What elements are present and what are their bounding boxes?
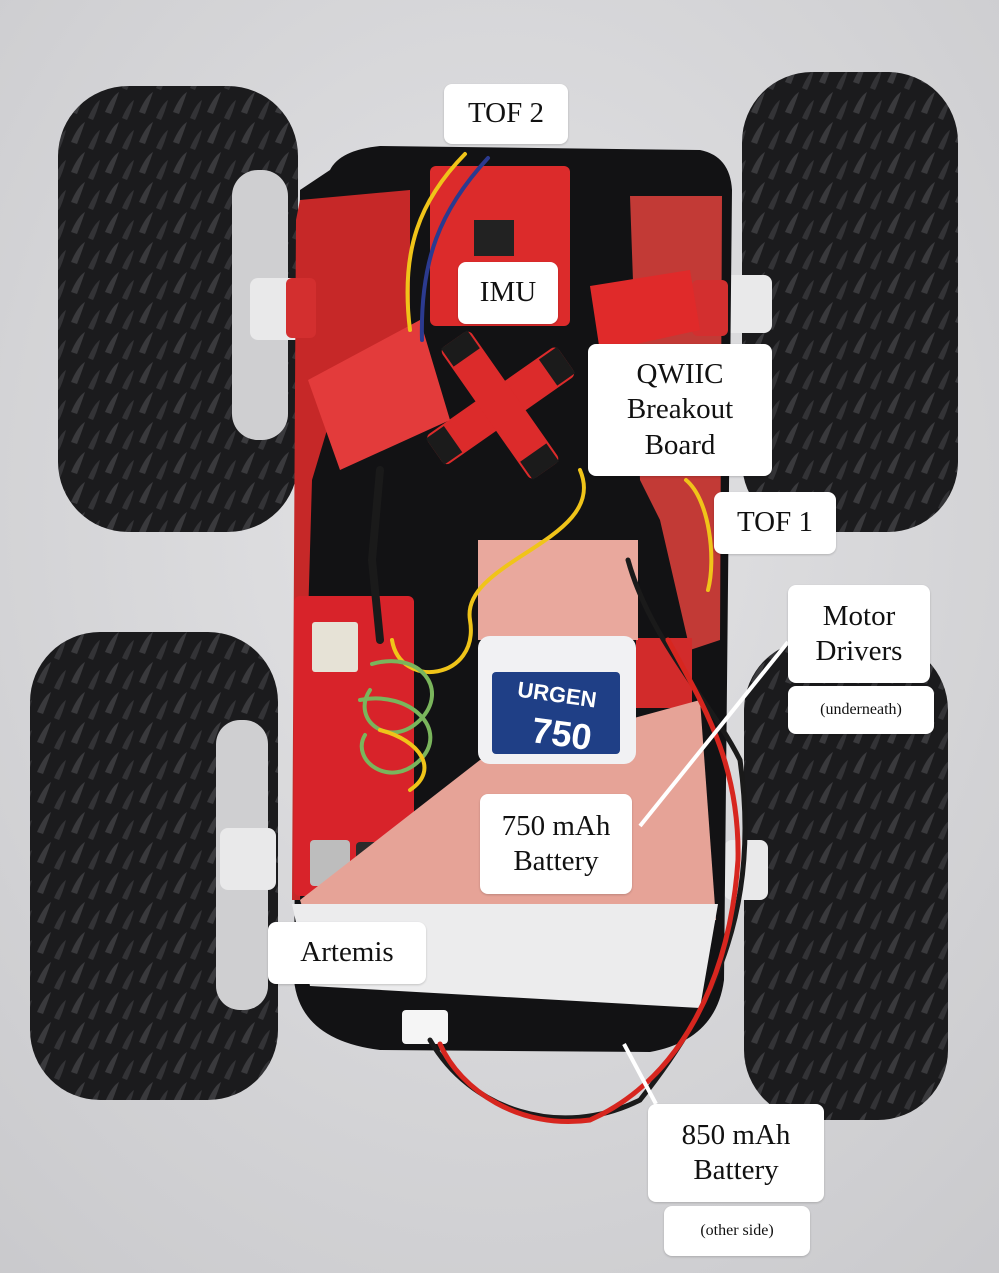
wheel-front-right [722, 72, 958, 532]
label-motor-drivers-note: (underneath) [788, 686, 934, 734]
red-tape-left [308, 320, 450, 470]
battery-capacity-text: 750 [529, 709, 594, 758]
pink-tape-upper [478, 540, 638, 640]
label-motor-drivers: Motor Drivers [788, 585, 930, 683]
wheel-rear-left [30, 632, 278, 1100]
label-imu: IMU [458, 262, 558, 324]
front-motor-housing-right [692, 280, 728, 336]
label-battery-850: 850 mAh Battery [648, 1104, 824, 1202]
battery-750: URGEN 750 [478, 636, 636, 764]
motor-drivers-pointer-line [638, 640, 790, 828]
label-artemis: Artemis [268, 922, 426, 984]
artemis-board [294, 596, 414, 896]
battery-850-pointer-line [622, 1043, 658, 1105]
label-battery-850-note: (other side) [664, 1206, 810, 1256]
red-tape-right [590, 270, 700, 352]
label-tof-1: TOF 1 [714, 492, 836, 554]
label-battery-750: 750 mAh Battery [480, 794, 632, 894]
front-motor-housing [286, 278, 316, 338]
wires [358, 152, 748, 1124]
label-tof-2: TOF 2 [444, 84, 568, 144]
label-qwiic-breakout-board: QWIIC Breakout Board [588, 344, 772, 476]
battery-850-connector [402, 1010, 448, 1044]
wheel-front-left [58, 86, 302, 532]
qwiic-breakout [425, 330, 576, 480]
